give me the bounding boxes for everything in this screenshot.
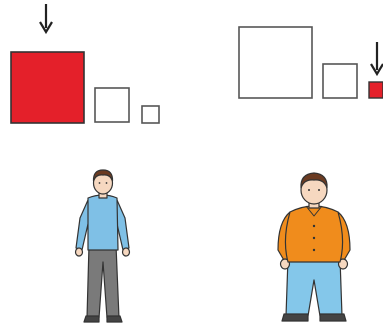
small-square [141,105,160,124]
thin-person-icon [74,169,131,323]
down-arrow-icon [39,4,53,35]
down-arrow-icon [370,42,383,77]
medium-square [322,63,358,99]
large-square-selected [10,51,85,124]
wide-panel-graphic [238,26,383,322]
wide-person-icon [277,172,351,322]
panel-thin [0,0,190,328]
large-square [238,26,313,99]
medium-square [94,87,130,123]
panel-wide [190,0,383,328]
small-square-selected [368,81,383,99]
thin-panel-graphic [10,4,160,323]
